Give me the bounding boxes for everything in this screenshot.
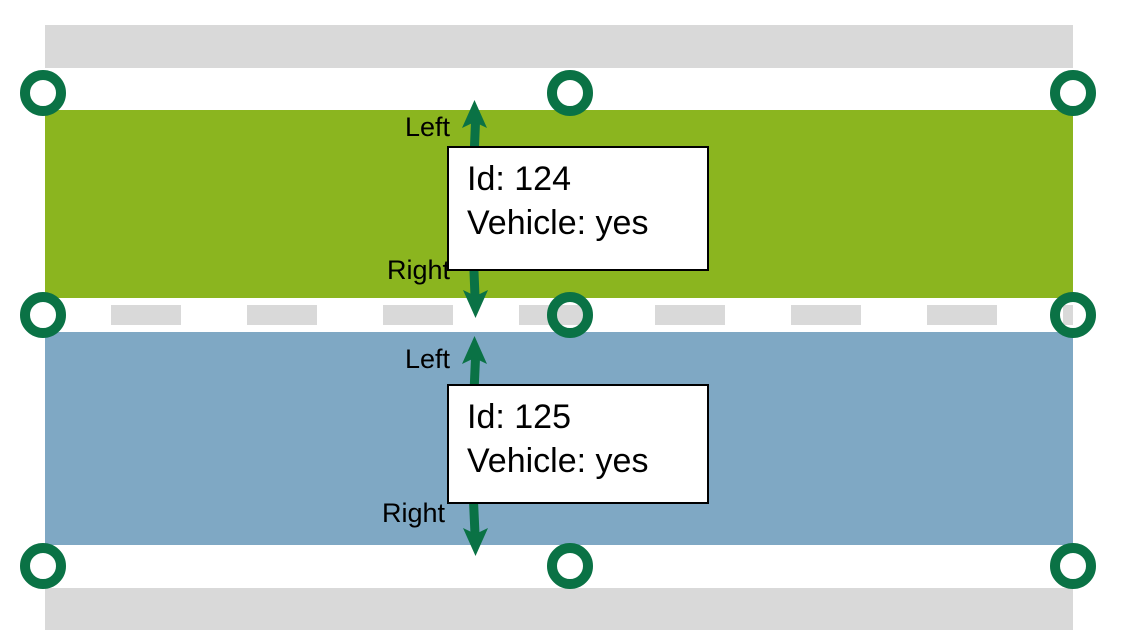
node-marker-top-right[interactable]: [1050, 70, 1096, 116]
node-marker-middle-right[interactable]: [1050, 292, 1096, 338]
node-marker-bottom-center[interactable]: [547, 543, 593, 589]
lane-lower-info-box[interactable]: Id: 125 Vehicle: yes: [447, 384, 709, 504]
shoulder-band-bottom: [45, 588, 1073, 630]
node-marker-middle-left[interactable]: [20, 292, 66, 338]
lane-lower-left-label: Left: [404, 344, 450, 374]
node-marker-middle-center[interactable]: [547, 292, 593, 338]
lane-lower-right-label: Right: [381, 498, 445, 528]
node-marker-bottom-right[interactable]: [1050, 543, 1096, 589]
node-marker-top-center[interactable]: [547, 70, 593, 116]
lane-lower-id-text: Id: 125: [467, 398, 571, 436]
lane-lower-vehicle-text: Vehicle: yes: [467, 442, 649, 481]
node-marker-top-left[interactable]: [20, 70, 66, 116]
node-marker-bottom-left[interactable]: [20, 543, 66, 589]
lane-upper-id-text: Id: 124: [467, 160, 571, 198]
lane-upper-info-box[interactable]: Id: 124 Vehicle: yes: [447, 146, 709, 271]
lane-upper-right-label: Right: [386, 255, 450, 285]
lane-upper-vehicle-text: Vehicle: yes: [467, 204, 649, 243]
lane-upper-left-label: Left: [404, 112, 450, 142]
shoulder-band-top: [45, 25, 1073, 68]
